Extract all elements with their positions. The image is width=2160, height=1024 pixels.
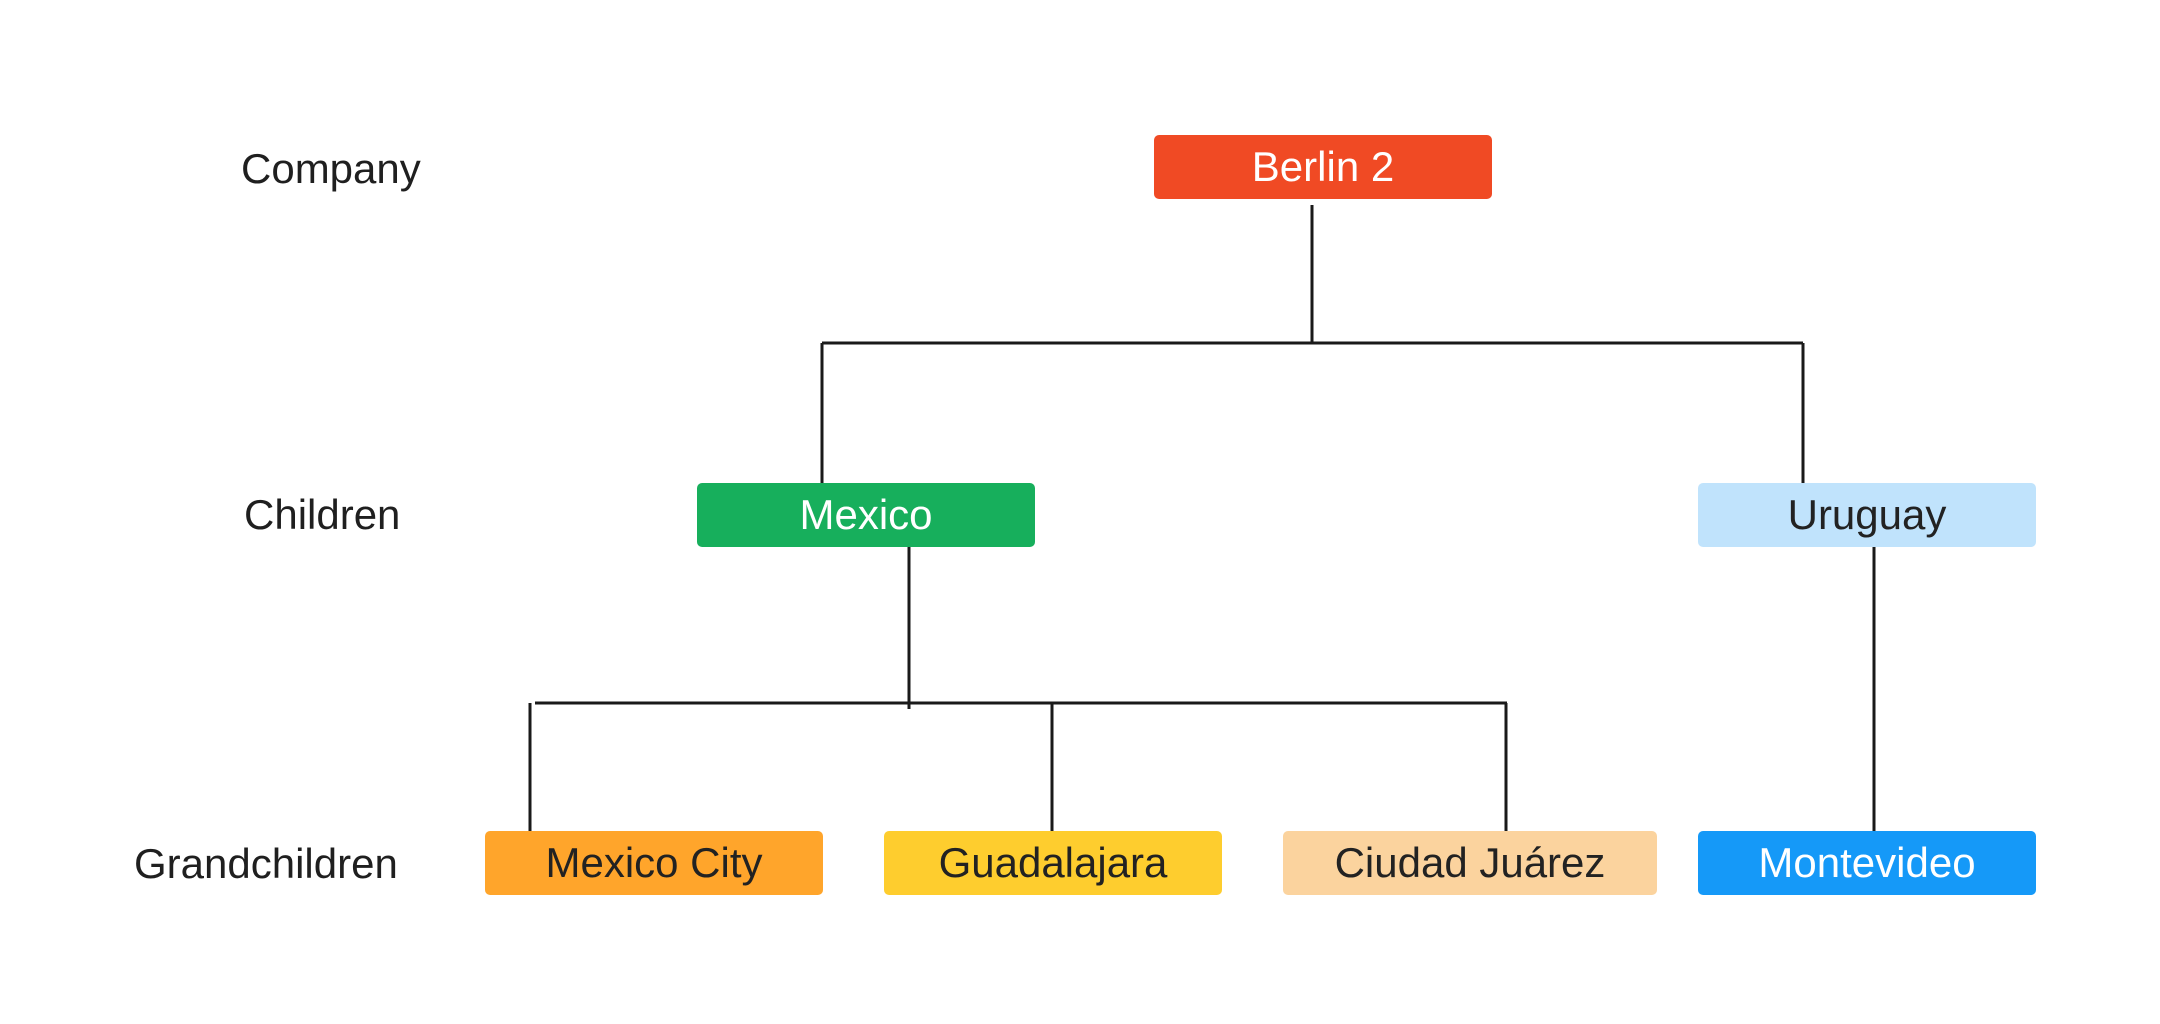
- node-guadalajara[interactable]: Guadalajara: [884, 831, 1222, 895]
- level-label-company: Company: [241, 145, 421, 192]
- node-montevideo[interactable]: Montevideo: [1698, 831, 2036, 895]
- node-ciudad-juarez[interactable]: Ciudad Juárez: [1283, 831, 1657, 895]
- node-uruguay[interactable]: Uruguay: [1698, 483, 2036, 547]
- node-berlin-2[interactable]: Berlin 2: [1154, 135, 1492, 199]
- level-label-grandchildren: Grandchildren: [134, 840, 398, 887]
- node-mexico[interactable]: Mexico: [697, 483, 1035, 547]
- node-mexico-city[interactable]: Mexico City: [485, 831, 823, 895]
- level-label-children: Children: [244, 491, 401, 538]
